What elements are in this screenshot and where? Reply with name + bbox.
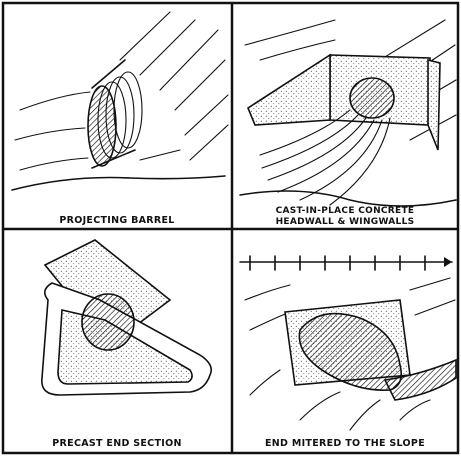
roadway-rail	[240, 256, 452, 270]
panel-4-caption: END MITERED TO THE SLOPE	[265, 438, 425, 449]
panel-2-caption-line-1: CAST-IN-PLACE CONCRETE	[276, 206, 415, 216]
panel-projecting-barrel: PROJECTING BARREL	[12, 12, 228, 226]
panel-3-caption: PRECAST END SECTION	[52, 438, 181, 449]
panel-2-caption-line-2: HEADWALL & WINGWALLS	[276, 217, 415, 227]
pipe-opening	[82, 294, 134, 350]
left-wingwall	[248, 55, 330, 125]
panel-end-mitered-to-slope: END MITERED TO THE SLOPE	[240, 256, 456, 449]
ground-line	[240, 191, 456, 206]
panel-cast-in-place-headwall: CAST-IN-PLACE CONCRETE HEADWALL & WINGWA…	[240, 20, 456, 227]
panel-1-caption: PROJECTING BARREL	[59, 215, 174, 226]
right-wingwall	[428, 60, 440, 150]
barrel-opening	[88, 86, 116, 166]
panel-precast-end-section: PRECAST END SECTION	[42, 240, 211, 449]
embankment-line	[12, 176, 225, 190]
culvert-opening	[350, 78, 394, 118]
